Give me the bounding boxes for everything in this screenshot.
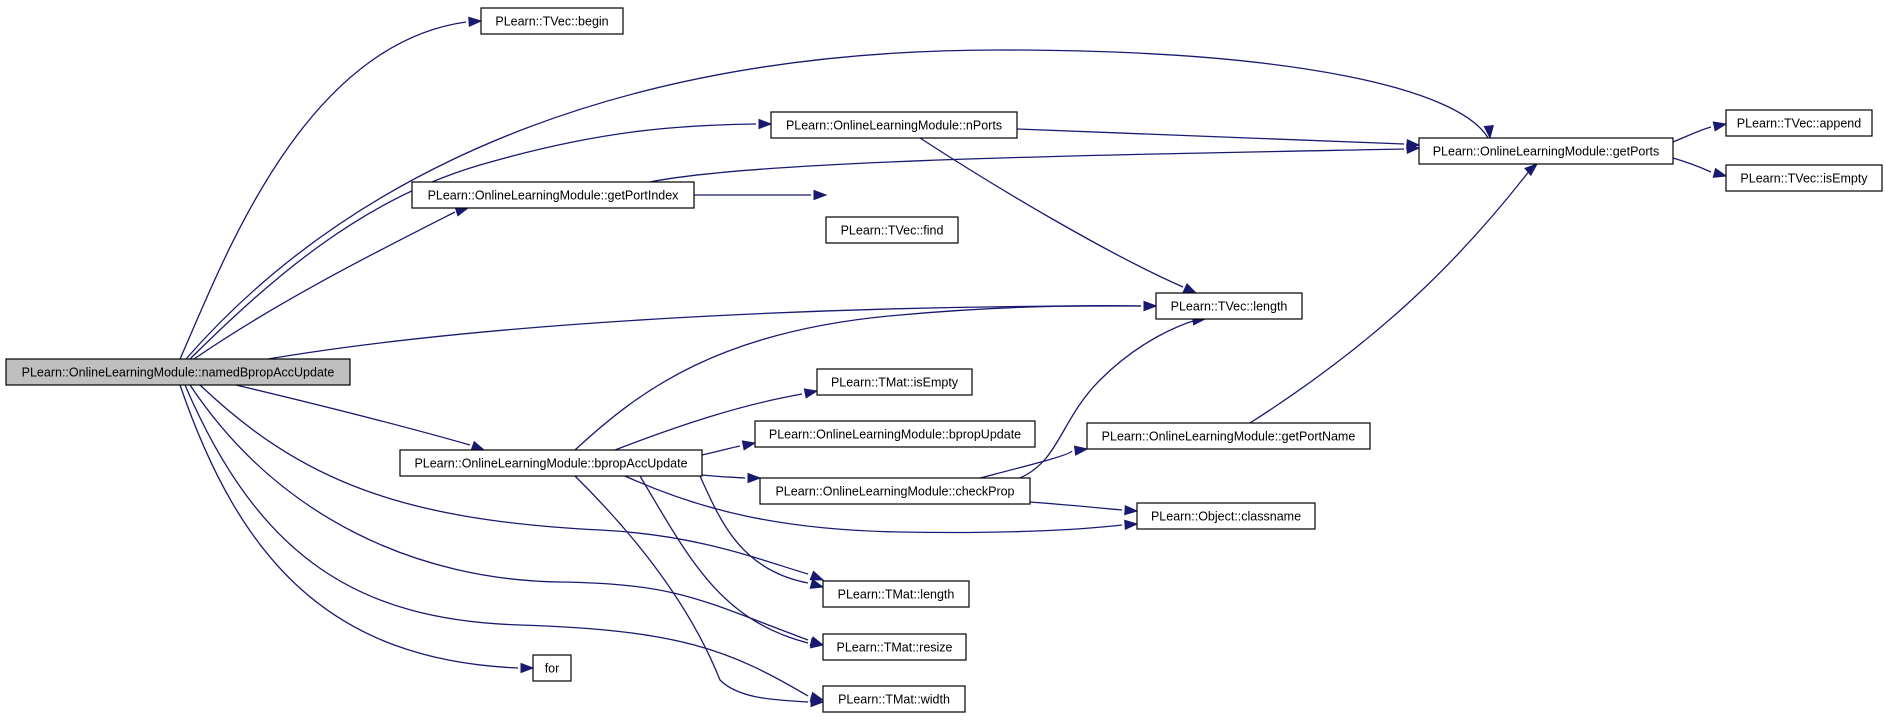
edge-root-to-bpropaccupdate — [235, 384, 486, 451]
edge-bpropaccupdate-to-tmat-width — [574, 475, 825, 708]
edge-nports-to-getports — [1016, 128, 1421, 150]
edge-bpropaccupdate-to-tmat-resize — [639, 475, 825, 649]
node-tvec-append-label: PLearn::TVec::append — [1737, 117, 1861, 131]
node-tmat-width-label: PLearn::TMat::width — [838, 693, 950, 707]
node-get-ports-label: PLearn::OnlineLearningModule::getPorts — [1433, 145, 1660, 159]
node-tvec-is-empty[interactable]: PLearn::TVec::isEmpty — [1725, 164, 1883, 192]
node-get-port-index[interactable]: PLearn::OnlineLearningModule::getPortInd… — [411, 181, 695, 209]
edge-root-to-nports — [189, 118, 773, 360]
edge-getportindex-to-tvec-find — [694, 189, 828, 201]
edge-getports-to-tvec-isempty — [1672, 157, 1728, 178]
edge-nports-to-tvec-length — [919, 137, 1198, 294]
nodes-layer: PLearn::OnlineLearningModule::namedBprop… — [5, 7, 1883, 713]
node-tvec-append[interactable]: PLearn::TVec::append — [1725, 109, 1873, 137]
edge-bpropaccupdate-to-checkprop — [701, 472, 762, 484]
node-named-bprop-acc-update[interactable]: PLearn::OnlineLearningModule::namedBprop… — [5, 358, 351, 386]
edge-bpropaccupdate-to-classname — [624, 475, 1139, 534]
edges-layer — [179, 16, 1728, 708]
edge-checkprop-to-classname — [1029, 501, 1139, 516]
node-tmat-resize-label: PLearn::TMat::resize — [836, 641, 952, 655]
node-tmat-is-empty[interactable]: PLearn::TMat::isEmpty — [816, 368, 973, 396]
node-bprop-update[interactable]: PLearn::OnlineLearningModule::bpropUpdat… — [754, 420, 1036, 448]
node-tvec-find[interactable]: PLearn::TVec::find — [825, 216, 959, 244]
node-get-port-name[interactable]: PLearn::OnlineLearningModule::getPortNam… — [1086, 422, 1371, 450]
node-tvec-begin[interactable]: PLearn::TVec::begin — [480, 7, 624, 35]
edge-root-to-tmat-resize — [189, 384, 825, 647]
node-nports[interactable]: PLearn::OnlineLearningModule::nPorts — [770, 111, 1018, 139]
node-bprop-acc-update[interactable]: PLearn::OnlineLearningModule::bpropAccUp… — [399, 449, 703, 477]
edge-bpropaccupdate-to-tmat-isempty — [614, 388, 819, 451]
node-tmat-length[interactable]: PLearn::TMat::length — [822, 580, 970, 608]
node-nports-label: PLearn::OnlineLearningModule::nPorts — [786, 119, 1002, 133]
edge-getportindex-to-getports — [649, 143, 1421, 183]
node-get-port-index-label: PLearn::OnlineLearningModule::getPortInd… — [428, 189, 680, 203]
edge-bpropaccupdate-to-tvec-length — [574, 300, 1158, 451]
node-tvec-length-label: PLearn::TVec::length — [1171, 300, 1288, 314]
node-object-classname[interactable]: PLearn::Object::classname — [1136, 502, 1316, 530]
edge-root-to-getports — [185, 49, 1494, 360]
edge-root-to-tvec-begin — [179, 16, 483, 360]
node-tvec-begin-label: PLearn::TVec::begin — [495, 15, 608, 29]
edge-root-to-for — [179, 384, 535, 674]
node-bprop-acc-update-label: PLearn::OnlineLearningModule::bpropAccUp… — [414, 457, 687, 471]
edge-getports-to-tvec-append — [1672, 121, 1728, 143]
edge-root-to-tmat-width — [184, 384, 825, 702]
node-for-label: for — [545, 662, 560, 676]
node-tvec-find-label: PLearn::TVec::find — [841, 224, 944, 238]
edge-root-to-tmat-length — [199, 384, 825, 581]
node-for[interactable]: for — [532, 654, 572, 682]
edge-root-to-tvec-length — [267, 300, 1158, 360]
edge-bpropaccupdate-to-bpropupdate — [701, 440, 757, 456]
edge-getportname-to-getports — [1249, 163, 1539, 424]
node-get-port-name-label: PLearn::OnlineLearningModule::getPortNam… — [1102, 430, 1356, 444]
node-named-bprop-acc-update-label: PLearn::OnlineLearningModule::namedBprop… — [22, 366, 335, 380]
edge-bpropaccupdate-to-tmat-length — [699, 475, 825, 589]
node-bprop-update-label: PLearn::OnlineLearningModule::bpropUpdat… — [769, 428, 1021, 442]
node-check-prop[interactable]: PLearn::OnlineLearningModule::checkProp — [759, 477, 1031, 505]
node-get-ports[interactable]: PLearn::OnlineLearningModule::getPorts — [1418, 137, 1674, 165]
node-object-classname-label: PLearn::Object::classname — [1151, 510, 1301, 524]
node-tvec-is-empty-label: PLearn::TVec::isEmpty — [1740, 172, 1868, 186]
edge-checkprop-to-getportname — [979, 445, 1089, 479]
edge-checkprop-to-tvec-length — [1019, 315, 1207, 479]
node-check-prop-label: PLearn::OnlineLearningModule::checkProp — [775, 485, 1014, 499]
node-tmat-resize[interactable]: PLearn::TMat::resize — [822, 633, 967, 661]
node-tmat-length-label: PLearn::TMat::length — [838, 588, 955, 602]
node-tmat-is-empty-label: PLearn::TMat::isEmpty — [831, 376, 959, 390]
node-tmat-width[interactable]: PLearn::TMat::width — [822, 685, 966, 713]
node-tvec-length[interactable]: PLearn::TVec::length — [1155, 292, 1303, 320]
